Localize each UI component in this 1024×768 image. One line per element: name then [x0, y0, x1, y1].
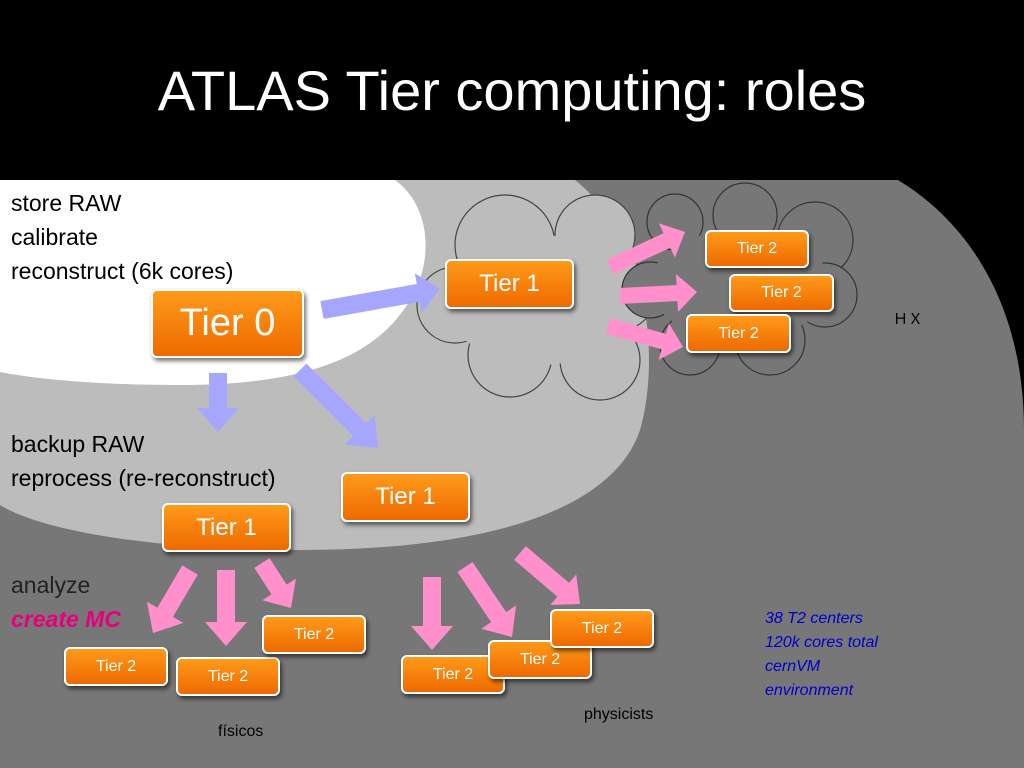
note-line: cernVM: [765, 658, 821, 675]
arrow-to-tier2: [457, 562, 517, 637]
tier2-node: Tier 2: [705, 230, 809, 268]
tier2-node: Tier 2: [401, 655, 505, 694]
tier1-node-cloud: Tier 1: [445, 259, 574, 309]
arrow-to-tier2: [605, 318, 683, 360]
tier0-node: Tier 0: [151, 289, 304, 358]
role-create-mc: create MC: [11, 606, 121, 632]
tier2-roles: analyze create MC: [11, 568, 121, 636]
tier2-node: Tier 2: [64, 647, 168, 686]
role-reprocess: reprocess (re-reconstruct): [11, 465, 276, 491]
arrow-to-tier2: [514, 546, 580, 605]
note-line: environment: [765, 682, 854, 699]
t2-centers-note: 38 T2 centers 120k cores total cernVM en…: [765, 607, 878, 703]
tier2-node: Tier 2: [686, 314, 791, 353]
note-line: 38 T2 centers: [765, 610, 863, 627]
arrow-to-tier2: [205, 570, 247, 646]
arrow-tier0-to-tier1: [293, 363, 378, 448]
role-store-raw: store RAW: [11, 190, 122, 216]
tier1-node-physicists: Tier 1: [341, 472, 470, 522]
unknown-glyphs: ＨＸ: [893, 311, 924, 328]
physicists-caption: physicists: [584, 706, 654, 723]
tier2-node: Tier 2: [729, 274, 834, 312]
arrow-to-tier2: [606, 223, 685, 275]
arrow-tier0-down: [197, 373, 239, 432]
tier0-zone: [0, 180, 426, 385]
arrow-to-tier2: [411, 577, 453, 650]
tier0-roles: store RAW calibrate reconstruct (6k core…: [11, 186, 233, 288]
note-line: 120k cores total: [765, 634, 878, 651]
tier1-node-fisicos: Tier 1: [162, 503, 291, 552]
tier2-node: Tier 2: [488, 640, 592, 679]
role-analyze: analyze: [11, 572, 91, 598]
role-backup-raw: backup RAW: [11, 431, 145, 457]
tier1-roles: backup RAW reprocess (re-reconstruct): [11, 427, 276, 495]
arrow-to-tier2: [619, 274, 697, 312]
arrows-layer: [147, 223, 697, 650]
tier2-node: Tier 2: [550, 609, 654, 648]
arrow-tier0-to-tier1-cloud: [320, 273, 440, 319]
tier2-node: Tier 2: [262, 615, 366, 654]
arrow-to-tier2: [147, 565, 198, 633]
arrow-to-tier2: [254, 558, 296, 608]
role-reconstruct: reconstruct (6k cores): [11, 258, 234, 284]
fisicos-caption: físicos: [218, 723, 264, 740]
role-calibrate: calibrate: [11, 224, 98, 250]
slide-title: ATLAS Tier computing: roles: [157, 59, 867, 122]
tier2-node: Tier 2: [176, 657, 280, 696]
